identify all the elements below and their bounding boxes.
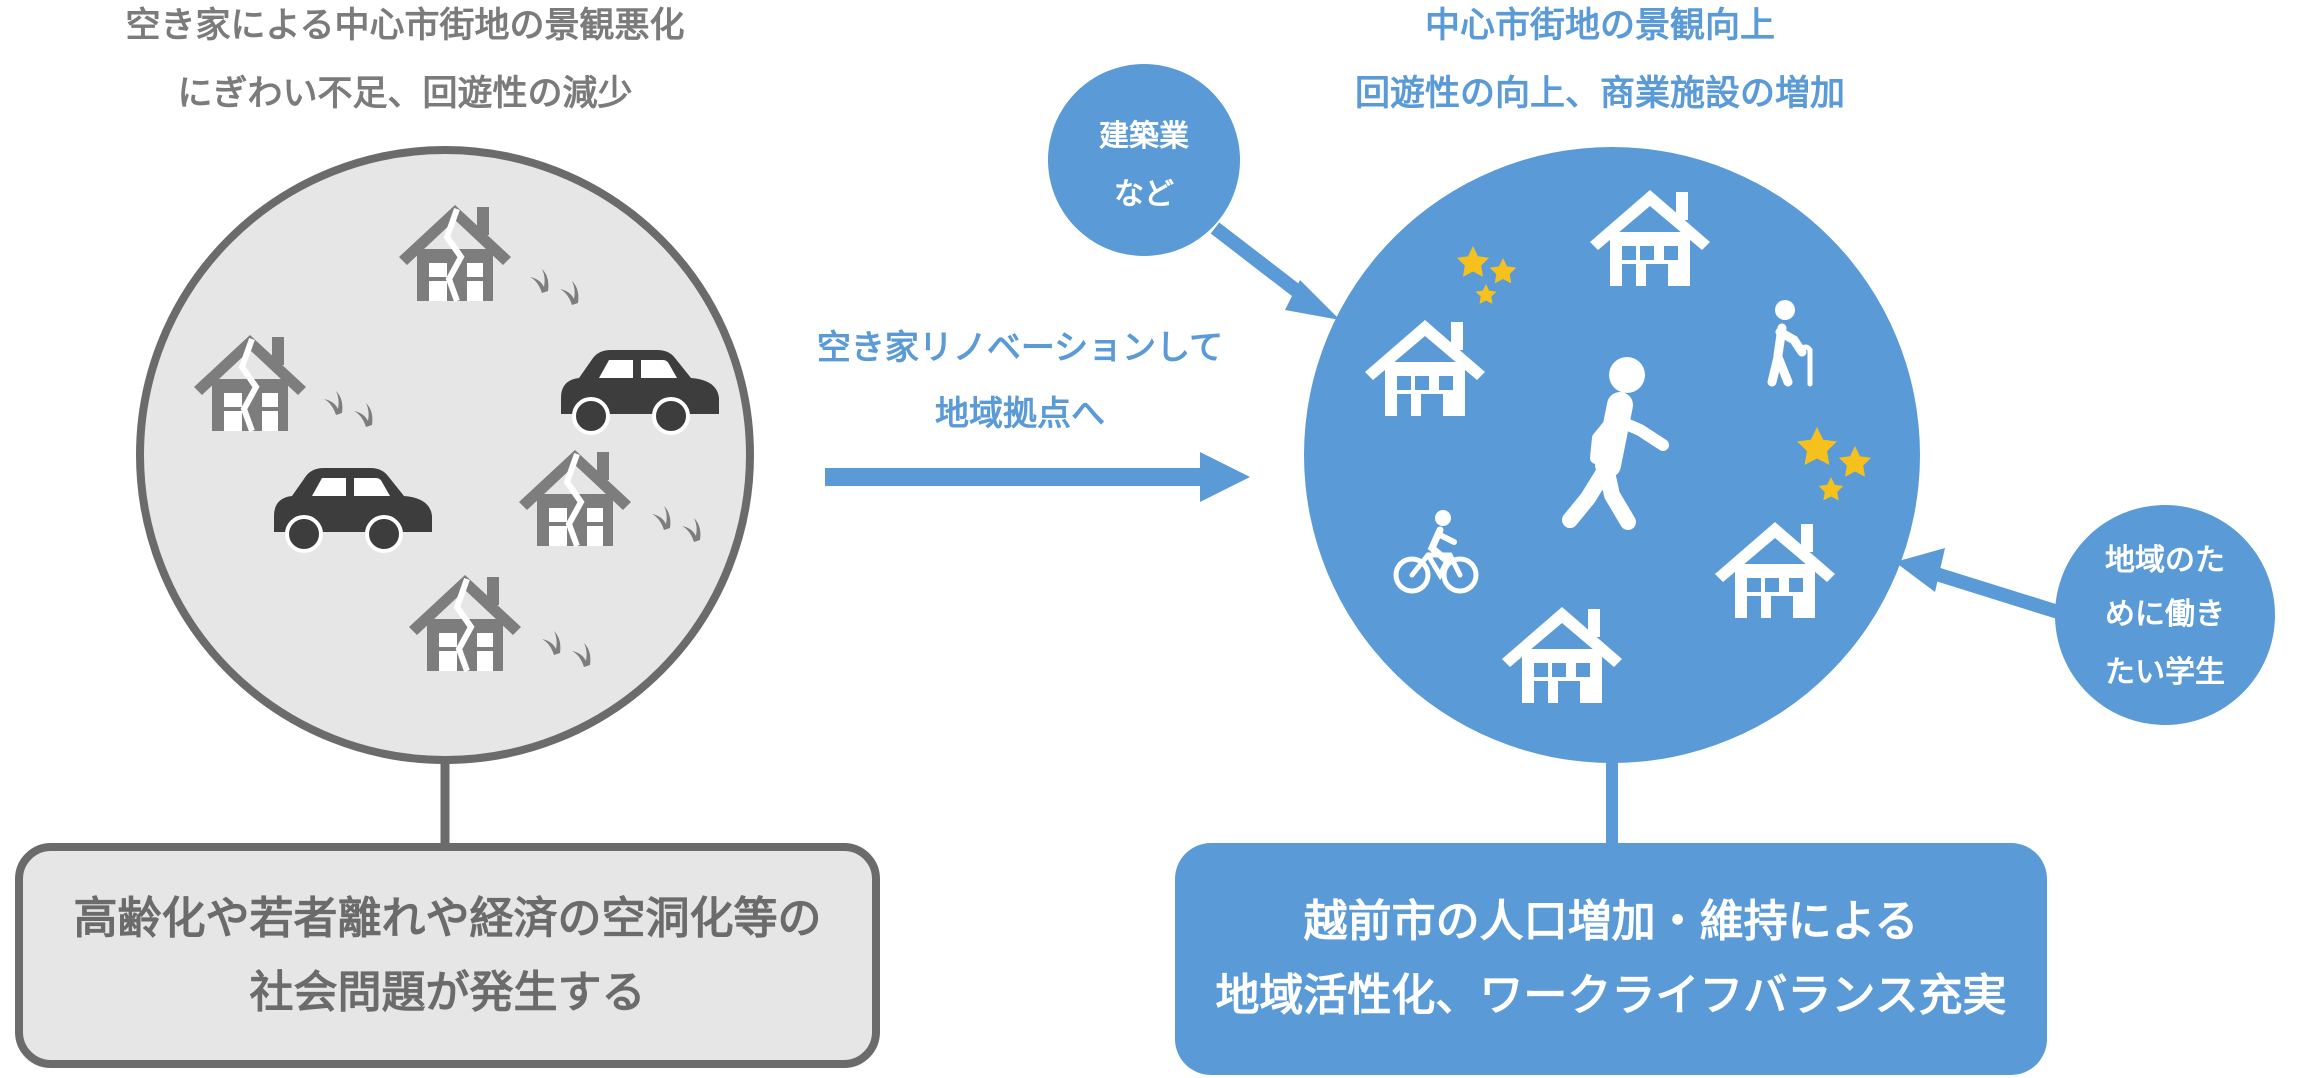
problem-box: 高齢化や若者離れや経済の空洞化等の 社会問題が発生する <box>15 843 880 1068</box>
cyclist-icon <box>1393 510 1479 594</box>
right-title-line1: 中心市街地の景観向上 <box>1424 6 1775 46</box>
right-title-line2: 回遊性の向上、商業施設の増加 <box>1354 74 1845 114</box>
renovation-label-line1: 空き家リノベーションして <box>816 328 1224 368</box>
result-box: 越前市の人口増加・維持による 地域活性化、ワークライフバランス充実 <box>1175 843 2047 1075</box>
builders-arrow-head <box>1285 280 1340 320</box>
students-bubble-line2: めに働き <box>2105 597 2225 632</box>
students-bubble-line1: 地域のた <box>2105 543 2225 578</box>
builders-bubble-line2: など <box>1114 177 1174 212</box>
students-arrow <box>1927 565 2061 619</box>
result-box-line2: 地域活性化、ワークライフバランス充実 <box>1215 970 2007 1021</box>
problem-box-line2: 社会問題が発生する <box>249 966 646 1018</box>
builders-bubble-line1: 建築業 <box>1099 119 1189 154</box>
renovation-label-line2: 地域拠点へ <box>935 394 1105 434</box>
walking-person-icon <box>1562 357 1669 530</box>
builders-bubble <box>1048 64 1240 256</box>
students-bubble <box>2055 505 2275 725</box>
left-title-line1: 空き家による中心市街地の景観悪化 <box>125 6 685 46</box>
result-box-line1: 越前市の人口増加・維持による <box>1303 896 1919 947</box>
problem-box-line1: 高齢化や若者離れや経済の空洞化等の <box>73 892 822 944</box>
left-title-line2: にぎわい不足、回遊性の減少 <box>177 74 633 114</box>
students-bubble-line3: たい学生 <box>2105 655 2225 690</box>
elderly-person-icon <box>1767 300 1813 387</box>
renovation-arrow-head <box>1200 452 1250 502</box>
students-arrow-head <box>1895 548 1945 592</box>
